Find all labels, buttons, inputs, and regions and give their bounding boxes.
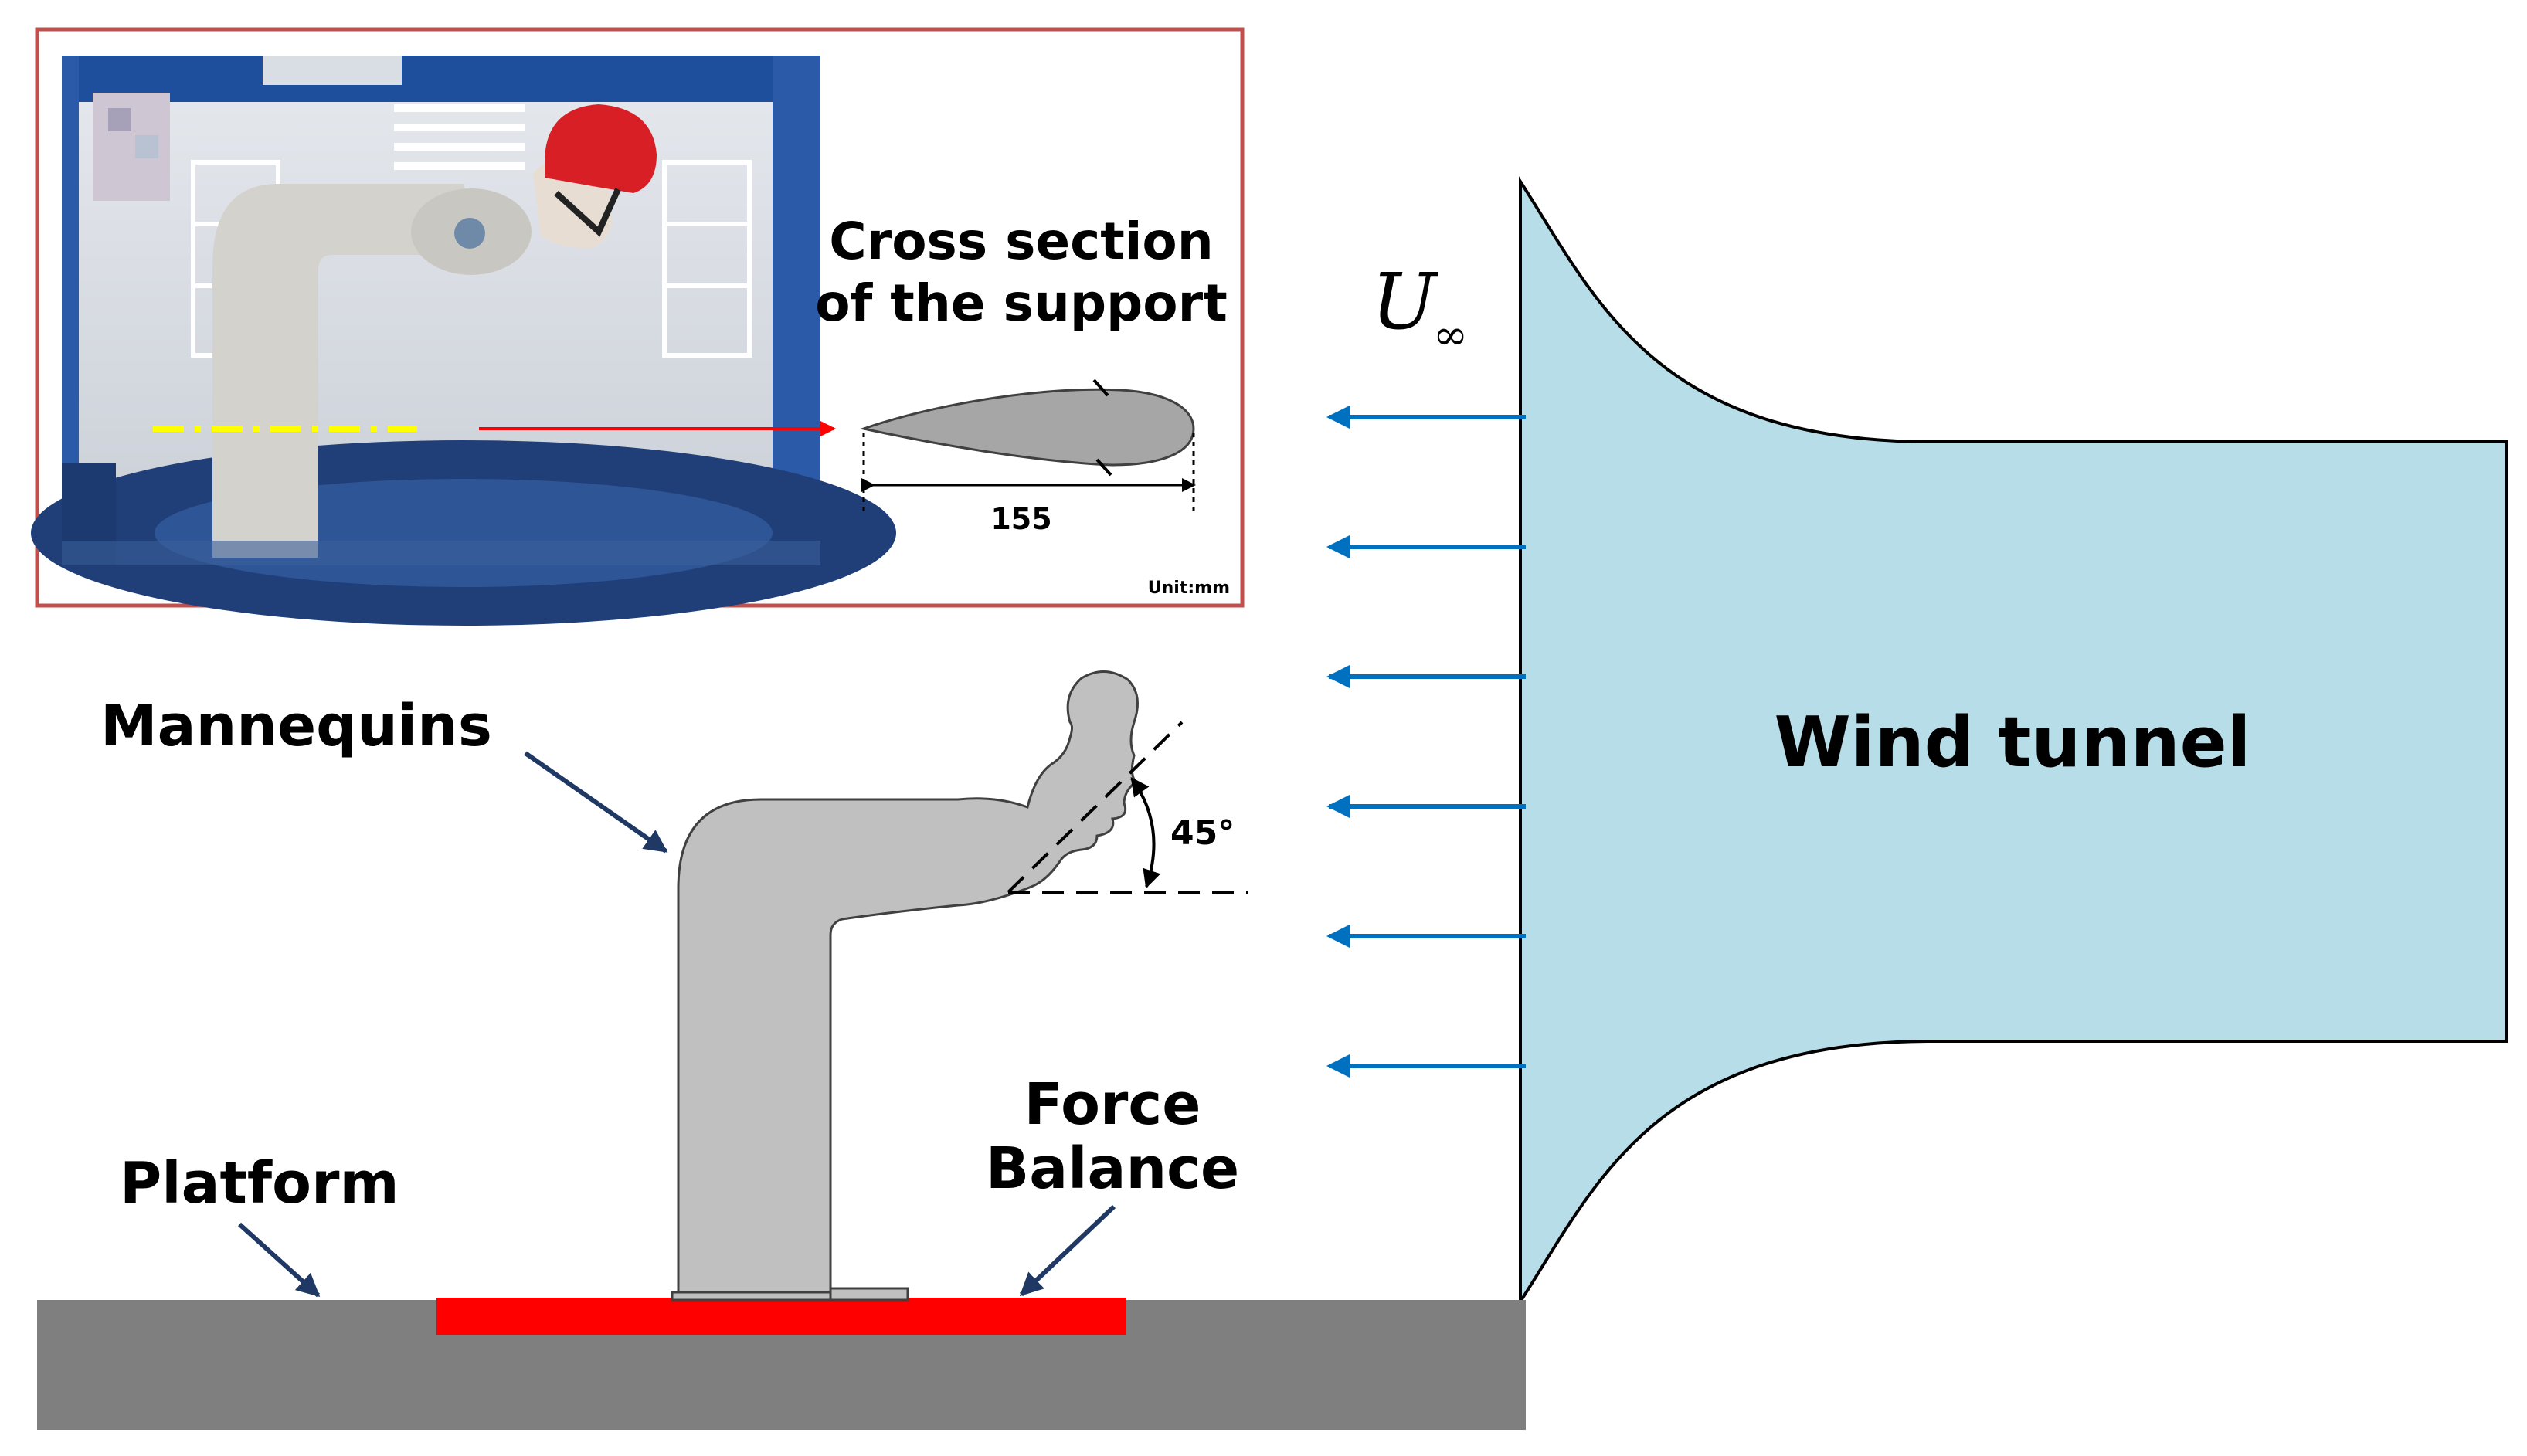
- platform-pointer: [237, 1222, 321, 1298]
- inset-panel: Cross section of the support 155 Unit:mm: [31, 27, 1245, 626]
- head-axis-line: [1007, 721, 1184, 894]
- dimension-value: 155: [990, 502, 1051, 536]
- angle-arc: [1130, 777, 1161, 889]
- unit-note: Unit:mm: [1148, 579, 1230, 598]
- mannequin: [671, 670, 1139, 1302]
- force-balance: [436, 1298, 1126, 1335]
- wind-tunnel-photo: [31, 56, 896, 626]
- mannequin-silhouette: [677, 670, 1139, 1294]
- freestream-symbol: U: [1371, 256, 1439, 347]
- mannequin-base-left: [671, 1291, 840, 1302]
- flow-arrows: [1326, 406, 1526, 1078]
- force-balance-label-line2: Balance: [986, 1135, 1239, 1202]
- cross-section-tick-bottom: [1095, 458, 1112, 477]
- mannequins-pointer: [524, 751, 668, 854]
- freestream-subscript: ∞: [1433, 311, 1468, 359]
- cross-section-title-line2: of the support: [815, 273, 1228, 333]
- force-balance-label-line1: Force: [1024, 1071, 1201, 1138]
- force-balance-pointer: [1019, 1204, 1116, 1297]
- platform-label: Platform: [120, 1150, 399, 1217]
- angle-label: 45°: [1170, 813, 1235, 853]
- wind-tunnel-label: Wind tunnel: [1774, 702, 2250, 783]
- support-cross-section: [859, 388, 1195, 467]
- cross-section-title-line1: Cross section: [829, 212, 1214, 271]
- cross-section-tick-top: [1092, 378, 1109, 397]
- wind-tunnel-nozzle: [1519, 176, 2508, 1307]
- mannequin-base-right: [829, 1287, 909, 1302]
- mannequins-label: Mannequins: [100, 693, 492, 759]
